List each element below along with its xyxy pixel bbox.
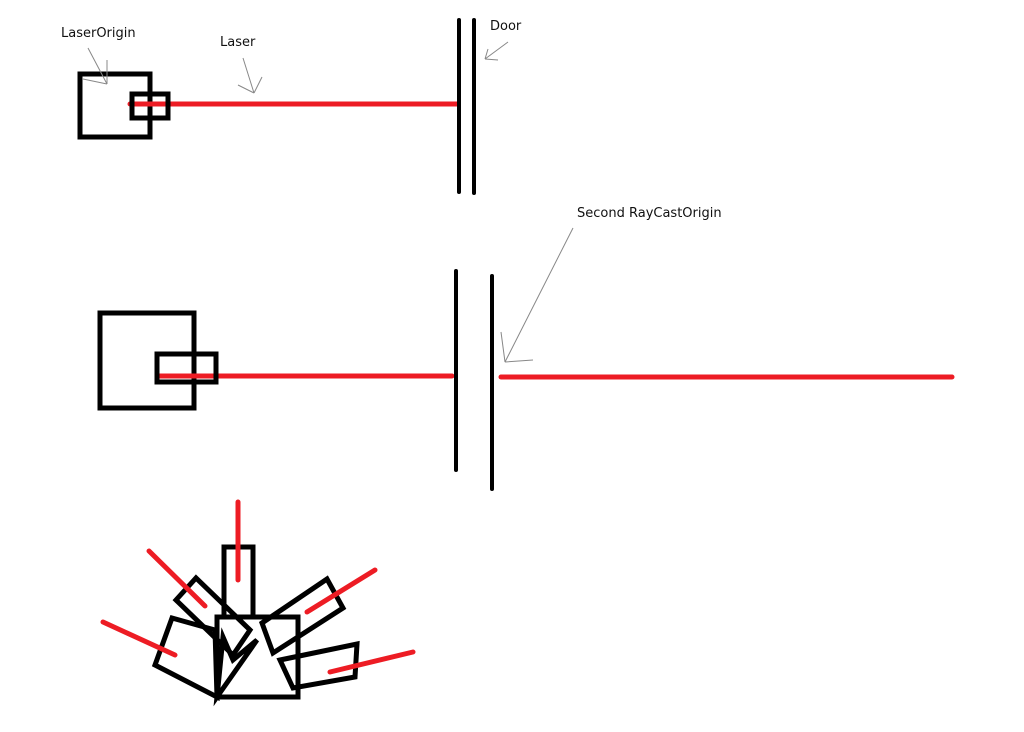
rotated-box-upper-right	[258, 575, 347, 657]
center-overlap-lines	[213, 627, 260, 707]
scene-second-raycast	[97, 227, 955, 491]
laser-emitter-box	[129, 91, 171, 121]
door-arrow	[484, 41, 509, 61]
center-origin-box	[214, 614, 301, 700]
laser-origin-arrow	[82, 47, 108, 85]
door-label: Door	[490, 19, 522, 34]
second-raycast-origin-label: Second RayCastOrigin	[577, 206, 722, 221]
laser-emitter-box	[154, 351, 219, 385]
second-origin-arrow	[500, 227, 574, 363]
laser-beam-left	[100, 619, 178, 658]
laser-origin-label: LaserOrigin	[61, 26, 136, 41]
laser-beam-right	[327, 649, 416, 675]
rotated-box-right	[276, 640, 360, 691]
laser-beam-upper-right	[304, 567, 378, 615]
laser-origin-box	[97, 310, 197, 411]
laser-beam-upper-left	[146, 548, 208, 609]
scene-laser-hits-door	[77, 18, 509, 195]
laser-arrow	[237, 57, 263, 94]
scene-rotated-lasers	[100, 499, 416, 707]
laser-label: Laser	[220, 35, 256, 50]
rotated-box-upper-left	[172, 574, 254, 659]
